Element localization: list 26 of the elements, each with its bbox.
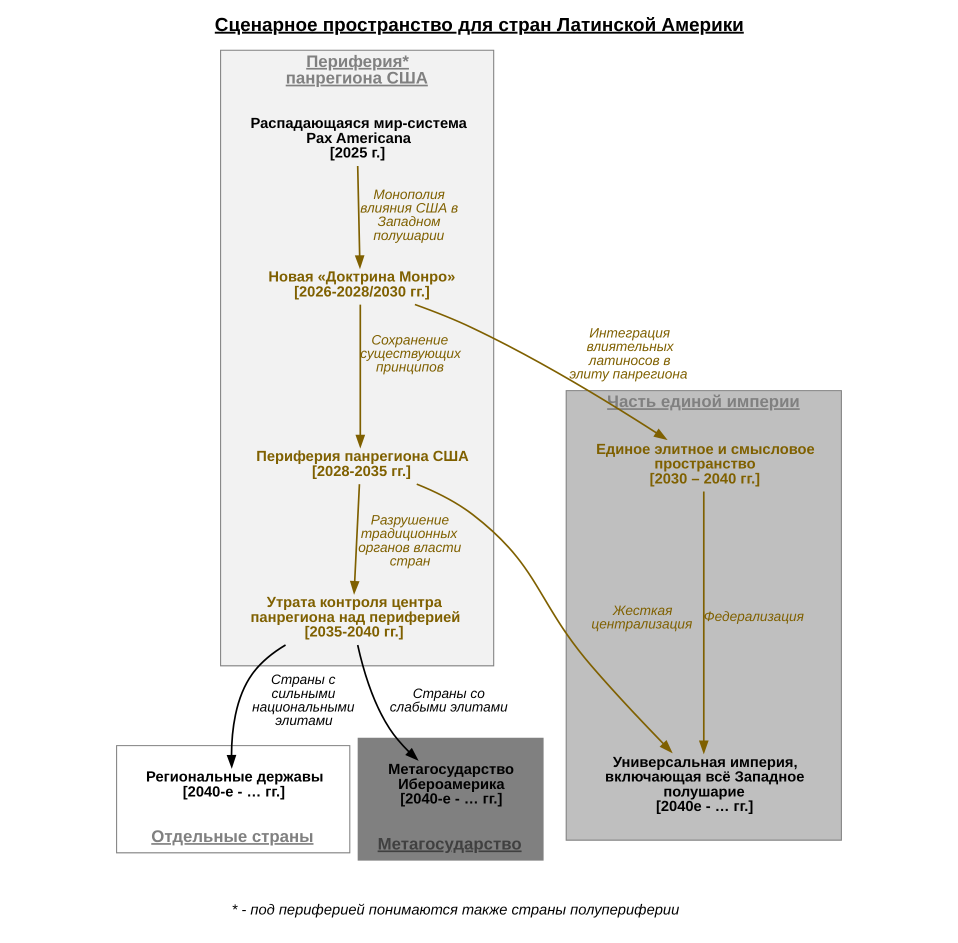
edge-label: Сохранение существующих принципов [360,332,461,375]
arrow [416,483,673,754]
edge-label: Интеграция влиятельных латиносов в элиту панрегиона [569,325,688,382]
arrow [350,484,360,595]
node-text: Универсальная империя, включающая всё Западное полушарие [2040е - … гг.] [605,754,804,815]
node-text: Периферия панрегиона США [2028-2035 гг.] [256,449,469,480]
node-text: Единое элитное и смысловое пространство [2030 – 2040 гг.] [596,442,815,488]
edge-label: Федерализация [704,609,804,624]
edge-label: Жесткая централизация [591,602,692,632]
edge-label: Страны со слабыми элитами [390,686,508,714]
edge-label: Страны с сильными национальными элитами [252,672,354,728]
node-text: Распадающаяся мир-система Pax Americana [2025 г.] [250,116,467,162]
node-text: Утрата контроля центра панрегиона над периферией [2035-2040 гг.] [250,595,460,641]
arrow [226,644,286,769]
arrow [698,492,709,754]
diagram-title: Сценарное пространство для стран Латинской Америки [214,14,744,36]
node-text: Новая «Доктрина Монро» [2026-2028/2030 гг.] [268,270,456,300]
node-text: Метагосударство Ибероамерика [2040-е - … гг.] [388,762,514,808]
caption: * - под периферией понимаются также страны полупериферии [232,902,680,918]
arrow [356,644,419,761]
edge-label: Монополия влияния США в Западном полушарии [360,186,458,243]
arrow [354,166,365,270]
edge-label: Разрушение традиционных органов власти стран [358,512,462,568]
arrow [414,304,668,440]
arrow [355,304,366,449]
node-text: Региональные державы [2040-е - … гг.] [146,770,324,800]
